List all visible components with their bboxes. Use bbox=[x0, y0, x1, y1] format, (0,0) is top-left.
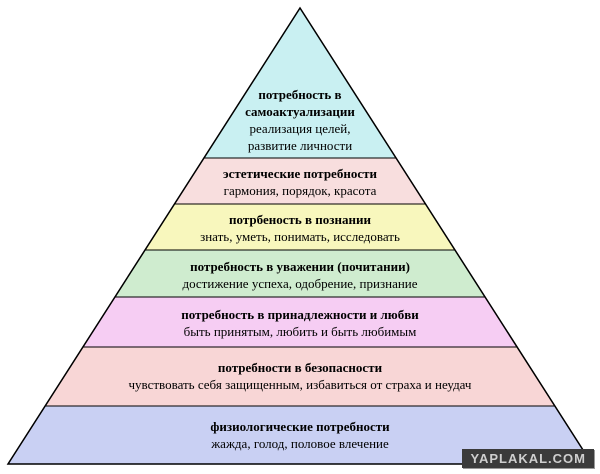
pyramid-level-label-4: потребность в уважении (почитании) достиж… bbox=[0, 258, 600, 292]
level-description: знать, уметь, понимать, исследовать bbox=[200, 229, 400, 244]
level-description: гармония, порядок, красота bbox=[223, 183, 377, 198]
level-description: достижение успеха, одобрение, признание bbox=[182, 276, 418, 291]
pyramid-level-label-2: эстетические потребности гармония, порядо… bbox=[0, 165, 600, 199]
level-description: реализация целей, bbox=[249, 121, 351, 136]
level-title: физиологические потребности bbox=[210, 419, 390, 434]
level-description: быть принятым, любить и быть любимым bbox=[183, 324, 417, 339]
watermark-logo: YAPLAKAL.COM bbox=[462, 449, 594, 468]
pyramid-outline bbox=[6, 6, 594, 465]
level-description: чувствовать себя защищенным, избавиться … bbox=[128, 377, 472, 392]
level-title: потрбеность в познании bbox=[229, 212, 371, 227]
level-title: потребность в bbox=[258, 87, 342, 102]
level-title: эстетические потребности bbox=[223, 166, 377, 181]
pyramid-level-label-5: потребность в принадлежности и любви быть… bbox=[0, 306, 600, 340]
level-title: потребность в уважении (почитании) bbox=[190, 259, 410, 274]
level-title: самоактуализации bbox=[245, 104, 355, 119]
pyramid-level-label-3: потрбеность в познании знать, уметь, пони… bbox=[0, 211, 600, 245]
level-description: развитие личности bbox=[247, 138, 353, 153]
pyramid-level-label-1: потребность в самоактуализации реализация … bbox=[0, 86, 600, 154]
level-title: потребность в принадлежности и любви bbox=[181, 307, 419, 322]
level-title: потребности в безопасности bbox=[217, 360, 383, 375]
level-description: жажда, голод, половое влечение bbox=[211, 436, 389, 451]
pyramid-level-label-6: потребности в безопасности чувствовать се… bbox=[0, 359, 600, 393]
pyramid-level-label-7: физиологические потребности жажда, голод,… bbox=[0, 418, 600, 452]
